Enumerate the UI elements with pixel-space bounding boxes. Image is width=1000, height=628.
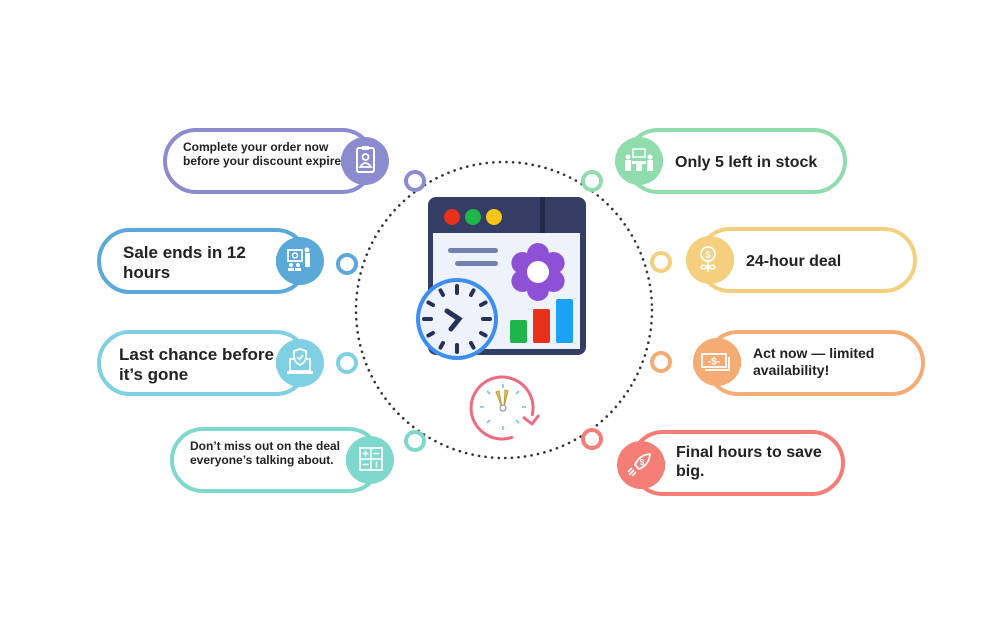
connector-ring [336, 253, 358, 275]
connector-ring [650, 251, 672, 273]
item-text: Complete your order now before your disc… [183, 140, 352, 169]
connector-ring [336, 352, 358, 374]
clock-icon [416, 278, 498, 360]
item-sale-ends: Sale ends in 12 hours [97, 228, 309, 294]
bar-chart-icon [510, 299, 573, 343]
item-act-now: Act now — limited availability! [705, 330, 925, 396]
window-dot-red [444, 209, 460, 225]
countdown-clock-icon [469, 375, 541, 441]
connector-ring [404, 430, 426, 452]
svg-text:$: $ [640, 458, 645, 467]
item-text: Last chance before it’s gone [119, 345, 274, 385]
connector-ring [581, 428, 603, 450]
item-complete-order: Complete your order now before your disc… [163, 128, 375, 194]
rocket-dollar-icon: $ [617, 441, 665, 489]
window-dot-yellow [486, 209, 502, 225]
connector-ring [581, 170, 603, 192]
id-badge-icon [341, 137, 389, 185]
meeting-icon [615, 137, 663, 185]
svg-text:$: $ [705, 250, 711, 261]
presentation-icon [276, 237, 324, 285]
bar-blue [556, 299, 573, 343]
cash-icon: -$- [693, 338, 741, 386]
money-plant-icon: $ [686, 236, 734, 284]
item-text: Final hours to save big. [676, 444, 822, 481]
gear-icon [511, 243, 565, 301]
item-last-chance: Last chance before it’s gone [97, 330, 309, 396]
bar-red [533, 309, 550, 343]
svg-text:-$-: -$- [708, 357, 720, 368]
item-final-hours: Final hours to save big. [630, 430, 845, 496]
item-only-5-left: Only 5 left in stock [625, 128, 847, 194]
item-text: 24-hour deal [746, 253, 842, 270]
item-text: Don’t miss out on the deal everyone’s ta… [190, 439, 341, 468]
bar-green [510, 320, 527, 343]
calculator-icon [346, 436, 394, 484]
window-dot-green [465, 209, 481, 225]
shield-laptop-icon [276, 339, 324, 387]
item-text: Act now — limited availability! [753, 345, 875, 378]
connector-ring [404, 170, 426, 192]
item-text: Only 5 left in stock [675, 154, 818, 171]
connector-ring [650, 351, 672, 373]
item-text: Sale ends in 12 hours [123, 243, 246, 283]
